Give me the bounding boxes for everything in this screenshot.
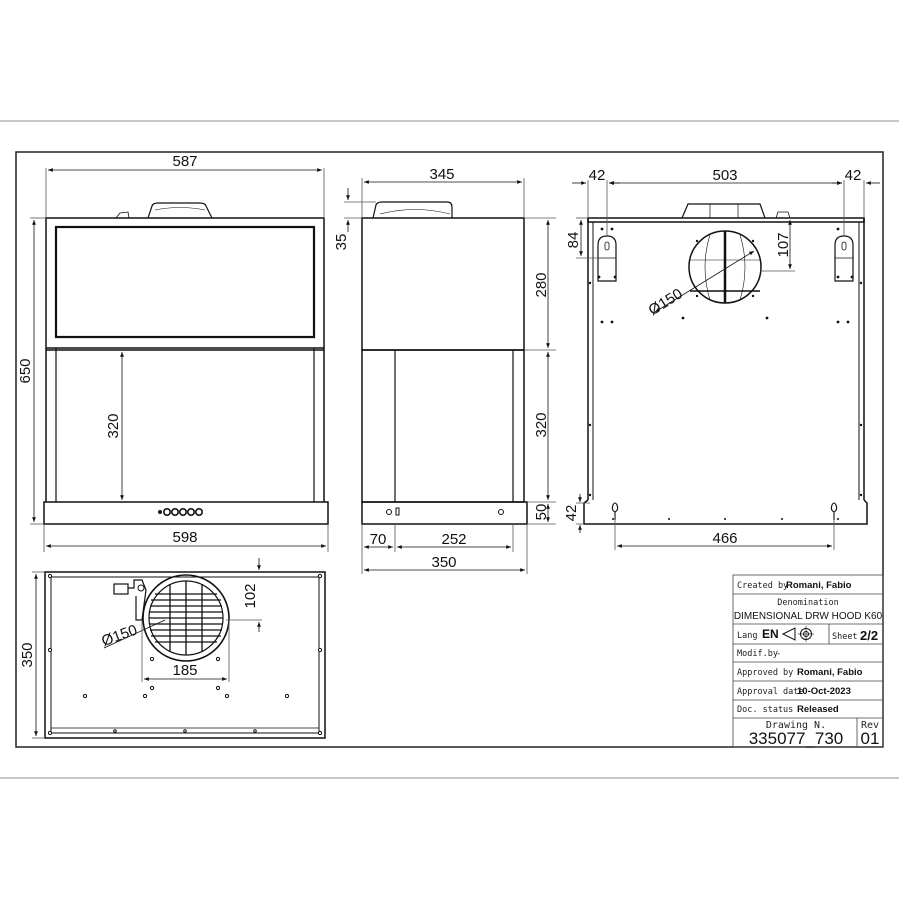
sheet-value: 2/2 [860, 628, 878, 643]
dim-front-width-bottom: 598 [172, 529, 197, 546]
dim-front-width-top: 587 [172, 153, 197, 170]
top-divider [0, 120, 899, 122]
dim-rear-outlet-offset: 107 [775, 232, 792, 257]
approval-date-label: Approval date [737, 687, 804, 697]
dim-side-lower-height: 320 [533, 412, 550, 437]
dim-side-depth: 350 [431, 554, 456, 571]
bottom-divider [0, 777, 899, 779]
dim-side-middle: 252 [441, 531, 466, 548]
denomination-value: DIMENSIONAL DRW HOOD K60 [734, 611, 883, 622]
doc-status-value: Released [797, 704, 839, 715]
dim-bottom-depth: 350 [19, 642, 36, 667]
sheet-label: Sheet [832, 632, 858, 642]
rear-view [583, 203, 868, 525]
dim-side-width: 345 [429, 166, 454, 183]
sheet-frame [15, 151, 884, 748]
bottom-holes [47, 573, 323, 736]
dim-front-height: 650 [17, 358, 34, 383]
dim-rear-bottom-offset: 42 [563, 505, 580, 522]
modif-by-value: - [776, 649, 781, 659]
dim-side-upper-height: 280 [533, 272, 550, 297]
side-view [361, 201, 528, 525]
drawing-number-label: Drawing N. [766, 720, 826, 731]
approved-by-label: Approved by [737, 668, 793, 678]
rev-label: Rev [861, 720, 879, 731]
approved-by-value: Romani, Fabio [797, 667, 863, 678]
lang-value: EN [762, 627, 779, 641]
modif-by-label: Modif.by [737, 649, 778, 659]
dim-bottom-outlet-diameter: Ø150 [99, 622, 139, 651]
dim-rear-center: 503 [712, 167, 737, 184]
lang-label: Lang [737, 631, 757, 641]
title-block [732, 574, 884, 748]
rev-value: 01 [861, 729, 880, 748]
control-buttons [158, 507, 204, 516]
dim-front-inner-height: 320 [105, 413, 122, 438]
bottom-view [44, 571, 326, 739]
dim-side-front-strip: 50 [533, 504, 550, 521]
dim-rear-right-margin: 42 [845, 167, 862, 184]
created-by-value: Romani, Fabio [786, 580, 852, 591]
dim-bottom-outlet-offset: 102 [242, 583, 259, 608]
drawing-number-value: 335077_730 [749, 729, 844, 748]
projection-symbol-icon [781, 626, 814, 642]
doc-status-label: Doc. status [737, 705, 793, 715]
denomination-label: Denomination [777, 598, 838, 608]
approval-date-value: 10-Oct-2023 [797, 686, 851, 697]
dim-rear-keyhole-span: 466 [712, 530, 737, 547]
dim-bottom-outlet-span: 185 [172, 662, 197, 679]
dim-side-motor-height: 35 [333, 234, 350, 251]
rear-holes [588, 227, 863, 520]
dim-rear-outlet-diameter: Ø150 [646, 285, 686, 319]
dim-rear-bracket-height: 84 [565, 232, 582, 249]
front-view [43, 202, 329, 525]
dim-side-front-offset: 70 [370, 531, 387, 548]
created-by-label: Created by [737, 581, 788, 591]
dim-rear-left-margin: 42 [589, 167, 606, 184]
